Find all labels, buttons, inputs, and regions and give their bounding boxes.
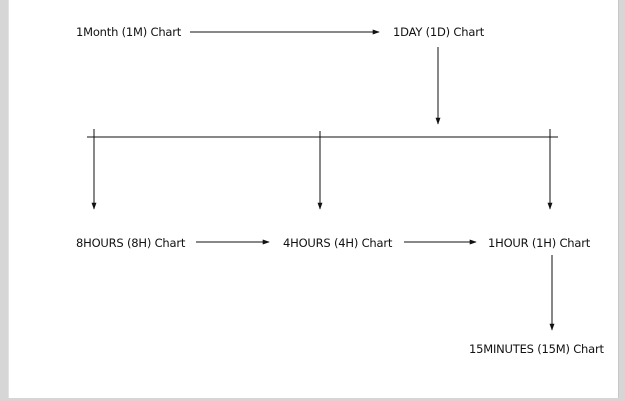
diagram-page: 1Month (1M) Chart 1DAY (1D) Chart 8HOURS… — [8, 0, 619, 398]
node-8hours-chart: 8HOURS (8H) Chart — [76, 236, 186, 250]
node-4hours-chart: 4HOURS (4H) Chart — [283, 236, 393, 250]
node-1day-chart: 1DAY (1D) Chart — [393, 25, 485, 39]
node-15minutes-chart: 15MINUTES (15M) Chart — [469, 342, 604, 356]
flow-diagram: 1Month (1M) Chart 1DAY (1D) Chart 8HOURS… — [76, 25, 605, 356]
node-1hour-chart: 1HOUR (1H) Chart — [488, 236, 591, 250]
node-1month-chart: 1Month (1M) Chart — [76, 25, 182, 39]
